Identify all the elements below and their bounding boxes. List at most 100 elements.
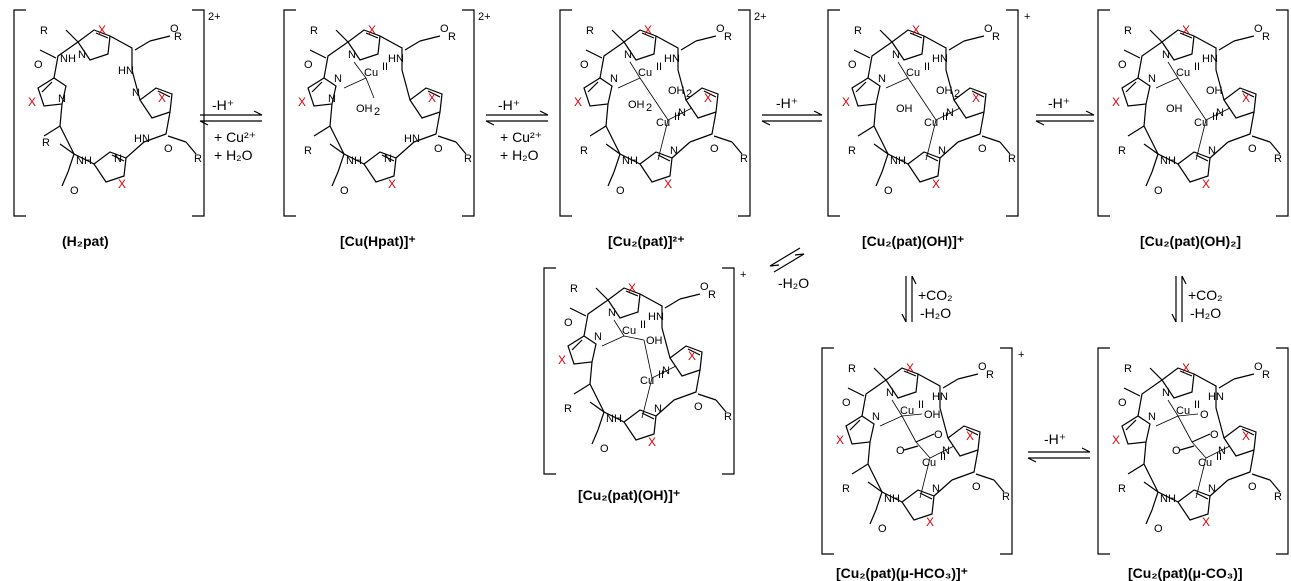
atom-o: O: [716, 23, 725, 35]
atom-nh: NH: [76, 155, 92, 167]
atom-r: R: [724, 31, 732, 43]
atom-nh: NH: [1160, 493, 1176, 505]
atom-x: X: [1242, 91, 1250, 105]
cu-oxidation: II: [1212, 111, 1218, 123]
equilibrium-arrow-7: [1171, 275, 1187, 323]
charge: 2+: [754, 11, 767, 23]
label-cu2-pat-oh-top: [Cu₂(pat)(OH)]⁺: [862, 233, 964, 249]
atom-x: X: [1182, 23, 1190, 37]
atom-o: O: [164, 143, 173, 155]
atom-oh2: OH: [668, 85, 685, 97]
species-cu-hpat: Cu II OH 2 X X X X R R R R N N N N HN NH…: [283, 9, 491, 217]
step7-line1: +CO₂: [1188, 287, 1223, 303]
atom-o: O: [170, 23, 179, 35]
atom-o: O: [700, 281, 709, 293]
atom-n: N: [942, 445, 950, 457]
atom-cu: Cu: [638, 67, 652, 79]
step5-line1: -H₂O: [778, 275, 809, 291]
atom-r: R: [1002, 491, 1010, 503]
step2-line2: + Cu²⁺: [500, 129, 542, 145]
atom-n: N: [886, 387, 894, 399]
atom-n: N: [58, 93, 66, 105]
atom-x: X: [1242, 429, 1250, 443]
atom-r: R: [724, 411, 732, 423]
label-cu2-pat-co3: [Cu₂(pat)(μ-CO₃)]: [1128, 565, 1243, 581]
atom-cu: Cu: [922, 457, 936, 469]
cu-oxidation: II: [1194, 61, 1200, 73]
atom-hn: HN: [664, 53, 680, 65]
atom-o: O: [878, 523, 887, 535]
step4-line1: -H⁺: [1048, 95, 1070, 111]
atom-hn: HN: [1202, 53, 1218, 65]
atom-nh: NH: [606, 413, 622, 425]
atom-cu: Cu: [656, 117, 670, 129]
atom-r: R: [1124, 363, 1132, 375]
equilibrium-arrow-5: [769, 247, 805, 273]
atom-r: R: [194, 153, 202, 165]
atom-n: N: [878, 73, 886, 85]
atom-oh: OH: [646, 335, 663, 347]
equilibrium-arrow-2: [485, 110, 549, 126]
atom-x: X: [1112, 433, 1120, 447]
atom-x: X: [1182, 361, 1190, 375]
atom-n: N: [872, 411, 880, 423]
atom-o: O: [34, 59, 43, 71]
charge: +: [1018, 349, 1024, 361]
atom-x: X: [664, 177, 672, 191]
cu-oxidation: II: [658, 369, 664, 381]
atom-x: X: [704, 91, 712, 105]
species-cu2-pat-oh-bottom: Cu II Cu II OH X X X X R R R R N N N N H…: [543, 267, 746, 475]
atom-cu: Cu: [1198, 457, 1212, 469]
atom-nh: NH: [346, 155, 362, 167]
atom-r: R: [464, 153, 472, 165]
species-cu2-pat-hco3: Cu II Cu II OH O O X X X X R R R R N N N…: [821, 347, 1024, 555]
atom-x: X: [966, 429, 974, 443]
atom-o: O: [580, 59, 589, 71]
atom-x: X: [912, 23, 920, 37]
atom-x: X: [688, 349, 696, 363]
atom-o: O: [1200, 409, 1209, 421]
species-h2pat: X X X X R R R R N N N N NH HN NH HN O O …: [13, 9, 221, 217]
h2-sub: 2: [646, 102, 652, 114]
atom-o: O: [978, 143, 987, 155]
atom-r: R: [1262, 369, 1270, 381]
atom-x: X: [644, 23, 652, 37]
step3-line1: -H⁺: [776, 95, 798, 111]
cu-oxidation: II: [1194, 399, 1200, 411]
h2-sub: 2: [686, 88, 692, 100]
label-cu2-pat: [Cu₂(pat)]²⁺: [608, 233, 685, 249]
atom-n: N: [348, 49, 356, 61]
atom-hn: HN: [932, 391, 948, 403]
atom-hn: HN: [388, 53, 404, 65]
step6-line2: -H₂O: [920, 305, 951, 321]
atom-oh: OH: [924, 409, 941, 421]
atom-x: X: [926, 515, 934, 529]
species-cu2-pat-oh2: Cu II Cu II OH OH X X X X R R R R N N N …: [1097, 9, 1289, 217]
atom-x: X: [388, 177, 396, 191]
atom-x: X: [368, 23, 376, 37]
atom-o: O: [1154, 523, 1163, 535]
atom-oh2: OH: [356, 103, 373, 115]
atom-cu: Cu: [900, 405, 914, 417]
atom-o: O: [934, 429, 943, 441]
atom-r: R: [1274, 491, 1282, 503]
label-cu2-pat-oh2: [Cu₂(pat)(OH)₂]: [1140, 233, 1241, 249]
atom-x: X: [842, 95, 850, 109]
atom-o: O: [1254, 23, 1263, 35]
atom-o: O: [884, 185, 893, 197]
atom-n: N: [328, 93, 336, 105]
atom-n: N: [384, 153, 392, 165]
atom-x: X: [648, 435, 656, 449]
atom-nh: NH: [622, 155, 638, 167]
atom-o: O: [600, 443, 609, 455]
atom-nh: NH: [60, 53, 76, 65]
atom-n: N: [892, 49, 900, 61]
atom-o: O: [842, 397, 851, 409]
atom-o: O: [1172, 445, 1181, 457]
atom-n: N: [114, 153, 122, 165]
charge: 2+: [478, 11, 491, 23]
atom-r: R: [1118, 145, 1126, 157]
label-cu2-pat-hco3: [Cu₂(pat)(μ-HCO₃)]⁺: [836, 565, 968, 581]
atom-r: R: [986, 369, 994, 381]
